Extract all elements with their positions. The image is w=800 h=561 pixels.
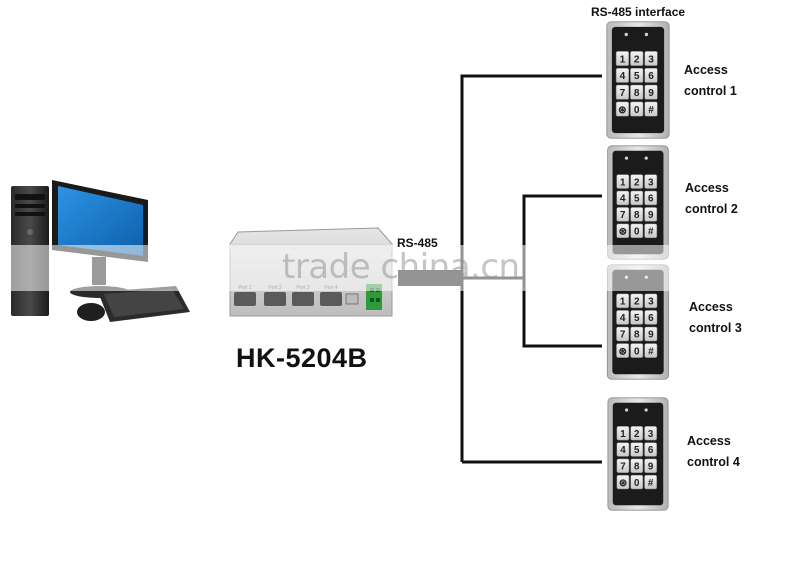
access-control-1-line1: Access [684, 63, 728, 77]
access-control-label-1: Access control 1 [684, 60, 737, 102]
access-control-label-4: Access control 4 [687, 431, 740, 473]
access-control-label-2: Access control 2 [685, 178, 738, 220]
access-control-3-line2: control 3 [689, 321, 742, 335]
desktop-computer-icon [11, 180, 190, 322]
model-label: HK-5204B [236, 343, 368, 373]
keypad-2 [607, 145, 669, 260]
access-control-label-3: Access control 3 [689, 297, 742, 339]
keypad-4 [607, 397, 669, 511]
access-control-4-line1: Access [687, 434, 731, 448]
access-control-1-line2: control 1 [684, 84, 737, 98]
keypad-1 [606, 21, 670, 139]
access-control-4-line2: control 4 [687, 455, 740, 469]
watermark-text: trade china.cn [282, 247, 520, 287]
interface-title: RS-485 interface [591, 5, 686, 19]
watermark-band [0, 245, 800, 291]
access-control-3-line1: Access [689, 300, 733, 314]
access-control-2-line1: Access [685, 181, 729, 195]
access-control-2-line2: control 2 [685, 202, 738, 216]
rs485-link-label: RS-485 [397, 236, 438, 250]
bus-wire-main [460, 74, 602, 462]
